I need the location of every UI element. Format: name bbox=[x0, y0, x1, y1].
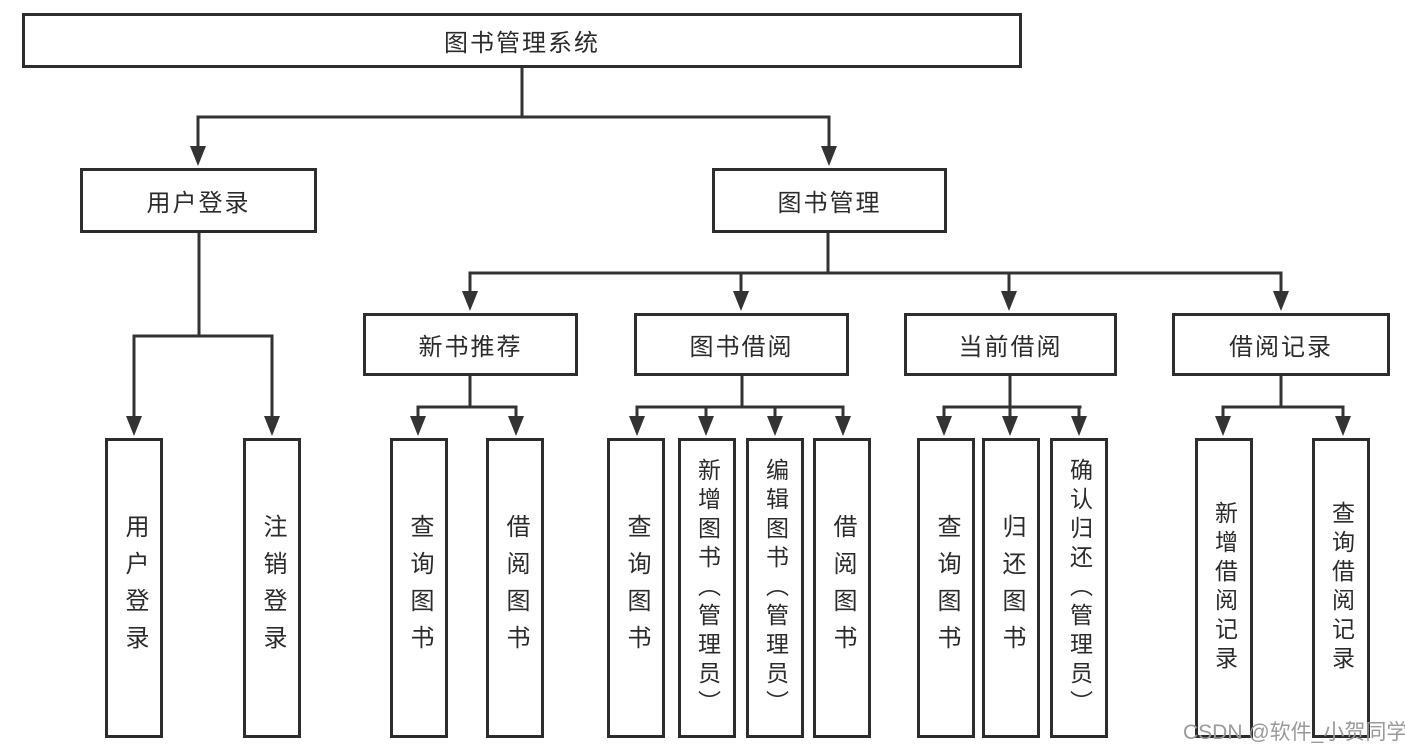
leaf-query-borrow-record: 查询借阅记录 bbox=[1312, 438, 1370, 738]
node-book-borrow: 图书借阅 bbox=[634, 313, 849, 376]
leaf-edit-books-admin: 编辑图书（管理员） bbox=[746, 438, 804, 738]
leaf-user-login: 用户登录 bbox=[105, 438, 163, 738]
node-new-book-recommend: 新书推荐 bbox=[363, 313, 578, 376]
leaf-label: 新增借阅记录 bbox=[1211, 501, 1238, 675]
leaf-query-books-recommend: 查询图书 bbox=[390, 438, 448, 738]
connector-book-mgmt-children bbox=[462, 233, 1289, 311]
leaf-label: 查询借阅记录 bbox=[1328, 501, 1355, 675]
leaf-confirm-return-admin: 确认归还（管理员） bbox=[1050, 438, 1108, 738]
node-label: 当前借阅 bbox=[958, 334, 1063, 361]
leaf-label: 查询图书 bbox=[406, 514, 433, 662]
node-book-management: 图书管理 bbox=[712, 168, 947, 233]
node-user-login: 用户登录 bbox=[80, 168, 317, 233]
connector-user-login-children bbox=[126, 233, 280, 436]
leaf-borrow-books-recommend: 借阅图书 bbox=[486, 438, 544, 738]
node-label: 图书借阅 bbox=[689, 334, 794, 361]
node-borrow-record: 借阅记录 bbox=[1172, 313, 1390, 376]
leaf-return-books: 归还图书 bbox=[982, 438, 1040, 738]
connector-borrow-record-children bbox=[1215, 376, 1351, 436]
node-label: 图书管理 bbox=[777, 190, 882, 217]
leaf-query-books-borrow: 查询图书 bbox=[607, 438, 665, 738]
leaf-borrow-books: 借阅图书 bbox=[813, 438, 871, 738]
leaf-label: 查询图书 bbox=[623, 514, 650, 662]
connector-root-to-level2 bbox=[190, 68, 837, 166]
leaf-label: 注销登录 bbox=[259, 514, 286, 662]
leaf-add-books-admin: 新增图书（管理员） bbox=[678, 438, 736, 738]
leaf-query-books-current: 查询图书 bbox=[917, 438, 975, 738]
leaf-add-borrow-record: 新增借阅记录 bbox=[1195, 438, 1253, 738]
leaf-label: 编辑图书（管理员） bbox=[762, 457, 789, 719]
node-label: 图书管理系统 bbox=[444, 30, 600, 57]
connector-new-book-children bbox=[410, 376, 524, 436]
leaf-label: 借阅图书 bbox=[829, 514, 856, 662]
node-current-borrow: 当前借阅 bbox=[904, 313, 1117, 376]
leaf-label: 借阅图书 bbox=[502, 514, 529, 662]
connector-current-borrow-children bbox=[936, 376, 1087, 436]
node-label: 新书推荐 bbox=[418, 334, 523, 361]
leaf-label: 归还图书 bbox=[998, 514, 1025, 662]
node-library-management-system: 图书管理系统 bbox=[22, 13, 1022, 68]
leaf-logout: 注销登录 bbox=[243, 438, 301, 738]
leaf-label: 用户登录 bbox=[121, 514, 148, 662]
csdn-watermark: CSDN @软件_小贺同学 bbox=[1183, 721, 1405, 744]
node-label: 借阅记录 bbox=[1229, 334, 1333, 361]
leaf-label: 新增图书（管理员） bbox=[694, 457, 721, 719]
leaf-label: 确认归还（管理员） bbox=[1066, 457, 1093, 719]
node-label: 用户登录 bbox=[146, 190, 251, 217]
connector-book-borrow-children bbox=[629, 376, 851, 436]
leaf-label: 查询图书 bbox=[933, 514, 960, 662]
